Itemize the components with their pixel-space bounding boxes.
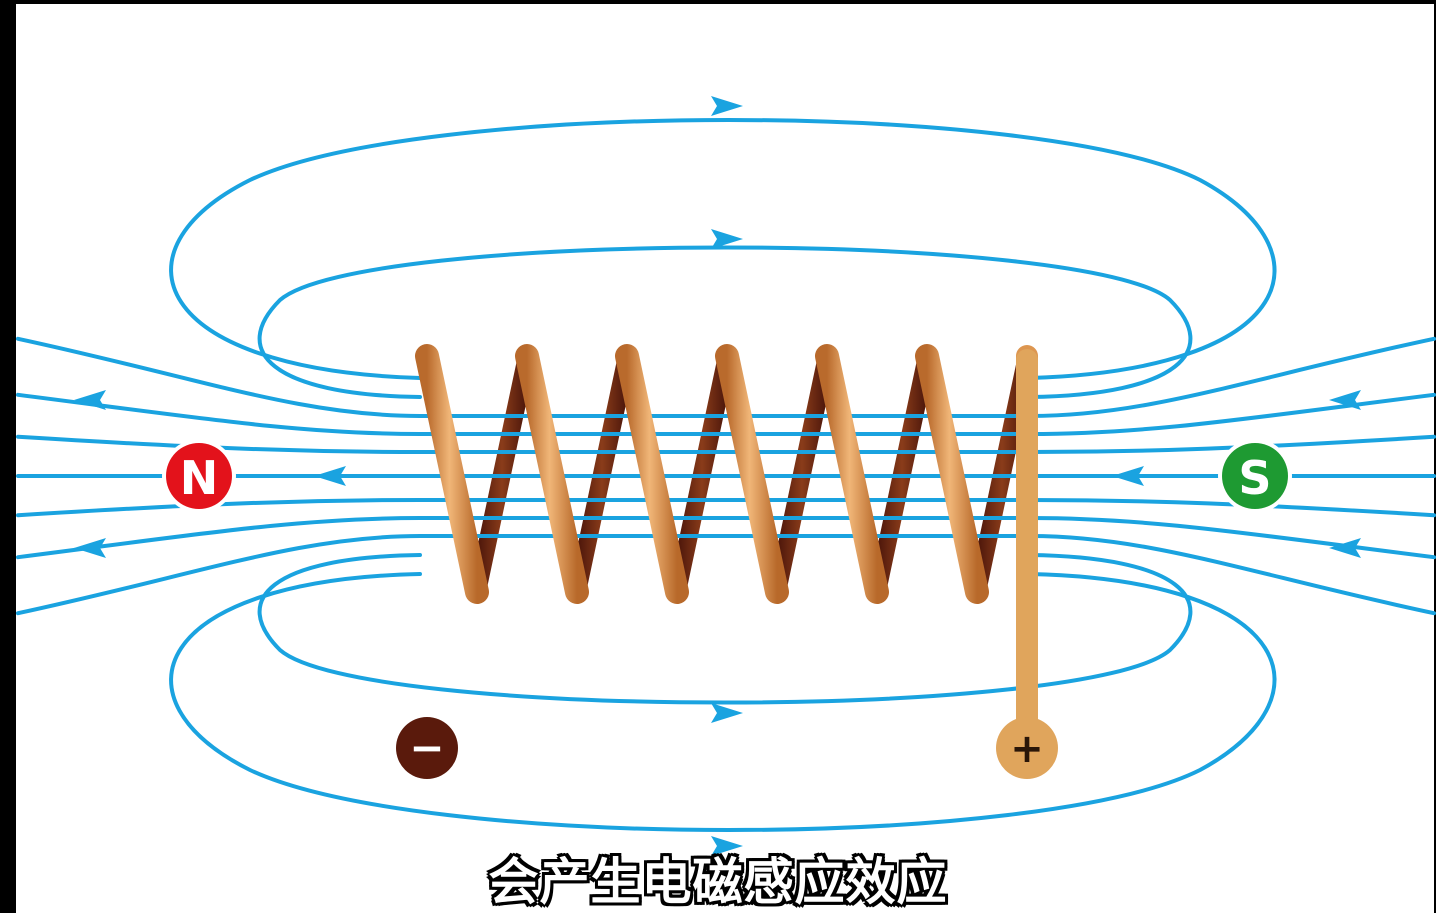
arrow-left-center — [314, 466, 346, 486]
north-pole-badge: N — [162, 439, 236, 513]
arrow-left-lower — [74, 538, 106, 558]
arrow-bottom-outer — [711, 836, 743, 856]
coil-front-wire-3 — [615, 344, 689, 604]
negative-terminal: − — [396, 717, 458, 779]
field-loop-2 — [257, 245, 1193, 399]
core-field-line-1 — [16, 336, 1436, 418]
core-field-line-3 — [16, 434, 1436, 454]
field-loop-1 — [169, 118, 1277, 380]
arrow-right-center — [1112, 466, 1144, 486]
arrow-right-upper — [1329, 390, 1361, 410]
arrow-top-inner — [711, 229, 743, 249]
arrow-left-upper — [74, 390, 106, 410]
north-pole-label: N — [180, 451, 219, 505]
field-loops — [169, 118, 1277, 832]
coil-front-wire-5 — [815, 344, 889, 604]
field-loop-3 — [257, 553, 1193, 705]
diagram-panel — [16, 4, 1434, 913]
arrow-top-outer — [711, 96, 743, 116]
core-field-line-2 — [16, 392, 1436, 436]
field-loop-4 — [169, 572, 1277, 832]
subtitle-caption: 会产生电磁感应效应 — [488, 853, 948, 911]
arrow-right-lower — [1329, 538, 1361, 558]
negative-terminal-label: − — [409, 723, 444, 772]
positive-terminal-label: + — [1010, 726, 1044, 772]
core-field-line-7 — [16, 534, 1436, 616]
positive-terminal: + — [996, 717, 1058, 779]
arrow-bottom-inner — [711, 703, 743, 723]
coil-front-wire-4 — [715, 344, 789, 604]
coil-front-wire-2 — [515, 344, 589, 604]
field-direction-arrows — [74, 96, 1361, 856]
south-pole-label: S — [1238, 451, 1271, 505]
coil-front-wire-6 — [915, 344, 989, 604]
south-pole-badge: S — [1218, 439, 1292, 513]
core-field-line-6 — [16, 516, 1436, 560]
core-field-line-5 — [16, 498, 1436, 518]
